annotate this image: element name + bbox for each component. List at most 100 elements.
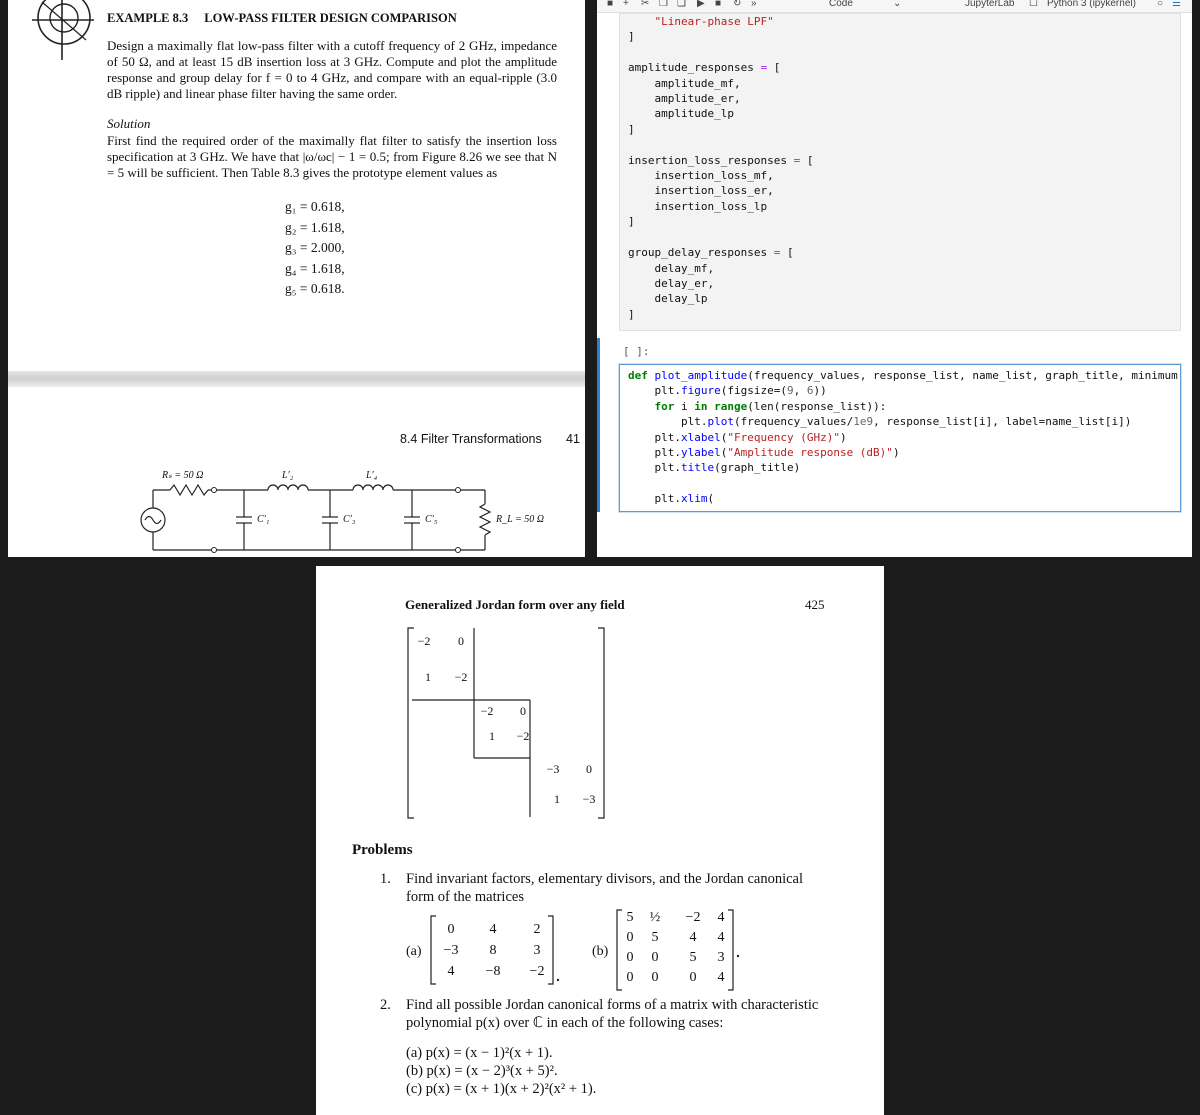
fast-forward-icon[interactable]: » <box>751 0 757 9</box>
code-line: insertion_loss_responses = [ <box>628 153 814 167</box>
matrix-entry: 4 <box>717 970 725 985</box>
matrix-entry: −2 <box>480 704 494 718</box>
matrix-entry: 0 <box>626 970 634 985</box>
matrix-entry: 3 <box>533 943 541 958</box>
matrix-entry: −2 <box>417 634 431 648</box>
element-value: g₄ = 1.618, <box>285 260 345 276</box>
problem-1: 1. Find invariant factors, elementary di… <box>380 871 832 906</box>
matrix-entry: 2 <box>533 922 541 937</box>
polynomial-a: (a) p(x) = (x − 1)²(x + 1). <box>406 1045 553 1061</box>
matrix-a-label: (a) <box>406 944 422 959</box>
cell-prompt: [ ]: <box>623 345 650 358</box>
code-line <box>628 230 1180 245</box>
page-number: 41 <box>566 432 580 446</box>
matrix-entry: 4 <box>447 964 455 979</box>
matrix-entry: 0 <box>458 634 464 648</box>
matrix-entry: −8 <box>485 964 501 979</box>
matrix-entry: 4 <box>717 910 725 925</box>
crosshair-logo-icon <box>32 0 94 60</box>
matrix-a-brackets <box>430 915 560 985</box>
problem-text: Find all possible Jordan canonical forms… <box>406 997 819 1031</box>
matrix-entry: −2 <box>685 910 701 925</box>
element-value: g₃ = 2.000, <box>285 240 345 256</box>
matrix-entry: 0 <box>447 922 455 937</box>
element-values-list: g₁ = 0.618, g₂ = 1.618, g₃ = 2.000, g₄ =… <box>285 197 345 300</box>
code-line: group_delay_responses = [ <box>628 246 794 260</box>
paste-icon[interactable]: ❏ <box>677 0 686 9</box>
matrix-entry: 0 <box>520 704 526 718</box>
matrix-entry: 1 <box>554 792 560 806</box>
add-cell-icon[interactable]: + <box>623 0 629 9</box>
section-header: 8.4 Filter Transformations <box>400 432 542 446</box>
code-line <box>628 137 1180 152</box>
source-resistance-label: Rₛ = 50 Ω <box>162 470 204 481</box>
save-icon[interactable]: ■ <box>607 0 614 9</box>
kernel-name[interactable]: Python 3 (ipykernel) <box>1047 0 1136 9</box>
matrix-entry: −2 <box>516 729 530 743</box>
capacitor-c1-label: C′₁ <box>257 514 270 525</box>
polynomial-b: (b) p(x) = (x − 2)³(x + 5)². <box>406 1063 558 1079</box>
matrix-entry: −2 <box>529 964 545 979</box>
run-icon[interactable]: ▶ <box>697 0 705 9</box>
problems-heading: Problems <box>352 842 413 858</box>
load-resistance-label: R_L = 50 Ω <box>496 514 544 525</box>
kernel-status-icon: ○ <box>1157 0 1164 9</box>
page-separator <box>8 371 585 387</box>
linear-algebra-page-panel: Generalized Jordan form over any field 4… <box>316 566 884 1115</box>
matrix-b-brackets <box>616 909 740 991</box>
code-line: insertion_loss_mf, <box>628 169 774 183</box>
menu-icon[interactable]: ☰ <box>1172 0 1181 9</box>
matrix-entry: 0 <box>626 950 634 965</box>
code-cell-lists[interactable]: "Linear-phase LPF"] amplitude_responses … <box>619 13 1181 331</box>
matrix-b-label: (b) <box>592 944 609 959</box>
matrix-entry: −3 <box>546 762 560 776</box>
problem-number: 1. <box>380 871 391 887</box>
code-line: ] <box>628 122 635 136</box>
matrix-entry: 4 <box>717 930 725 945</box>
share-icon[interactable]: ☐ <box>1029 0 1038 9</box>
matrix-entry: 0 <box>651 970 659 985</box>
code-line: delay_lp <box>628 292 708 306</box>
active-code[interactable]: def plot_amplitude(frequency_values, res… <box>628 369 1178 506</box>
problem-2: 2. Find all possible Jordan canonical fo… <box>380 997 832 1032</box>
element-value: g₂ = 1.618, <box>285 219 345 235</box>
matrix-entry: −2 <box>454 670 468 684</box>
problem-number: 2. <box>380 997 391 1013</box>
code-line: delay_mf, <box>628 261 715 275</box>
example-number: EXAMPLE 8.3 <box>107 11 189 25</box>
notebook-toolbar: ■ + ✂ ❐ ❏ ▶ ■ ↻ » Code ⌄ JupyterLab ☐ Py… <box>597 0 1192 13</box>
matrix-entry: 8 <box>489 943 497 958</box>
matrix-entry: −3 <box>582 792 596 806</box>
solution-heading: Solution <box>107 116 151 131</box>
cut-icon[interactable]: ✂ <box>641 0 650 9</box>
restart-icon[interactable]: ↻ <box>733 0 742 9</box>
jupyter-notebook-panel: ■ + ✂ ❐ ❏ ▶ ■ ↻ » Code ⌄ JupyterLab ☐ Py… <box>597 0 1192 557</box>
matrix-entry: 5 <box>689 950 697 965</box>
code-line: amplitude_responses = [ <box>628 61 781 75</box>
copy-icon[interactable]: ❐ <box>659 0 668 9</box>
code-line: ] <box>628 30 635 44</box>
inductor-l2-label: L′₂ <box>282 470 294 481</box>
capacitor-c3-label: C′₃ <box>343 514 356 525</box>
matrix-entry: 0 <box>626 930 634 945</box>
code-line: amplitude_mf, <box>628 76 741 90</box>
problem-statement: Design a maximally flat low-pass filter … <box>107 38 557 101</box>
code-line: "Linear-phase LPF" <box>654 15 774 28</box>
matrix-entry: 1 <box>425 670 431 684</box>
capacitor-c5-label: C′₅ <box>425 514 438 525</box>
code-line: delay_er, <box>628 276 715 290</box>
code-line: amplitude_lp <box>628 107 734 121</box>
element-value: g₅ = 0.618. <box>285 281 345 297</box>
matrix-entry: 0 <box>586 762 592 776</box>
chevron-down-icon[interactable]: ⌄ <box>893 0 902 9</box>
cell-type-select[interactable]: Code <box>829 0 853 9</box>
active-code-cell[interactable]: def plot_amplitude(frequency_values, res… <box>619 364 1181 512</box>
code-line <box>628 45 1180 60</box>
element-value: g₁ = 0.618, <box>285 199 345 214</box>
page-header: Generalized Jordan form over any field <box>405 597 625 612</box>
code-line: ] <box>628 307 635 321</box>
matrix-entry: 0 <box>651 950 659 965</box>
stop-icon[interactable]: ■ <box>715 0 722 9</box>
